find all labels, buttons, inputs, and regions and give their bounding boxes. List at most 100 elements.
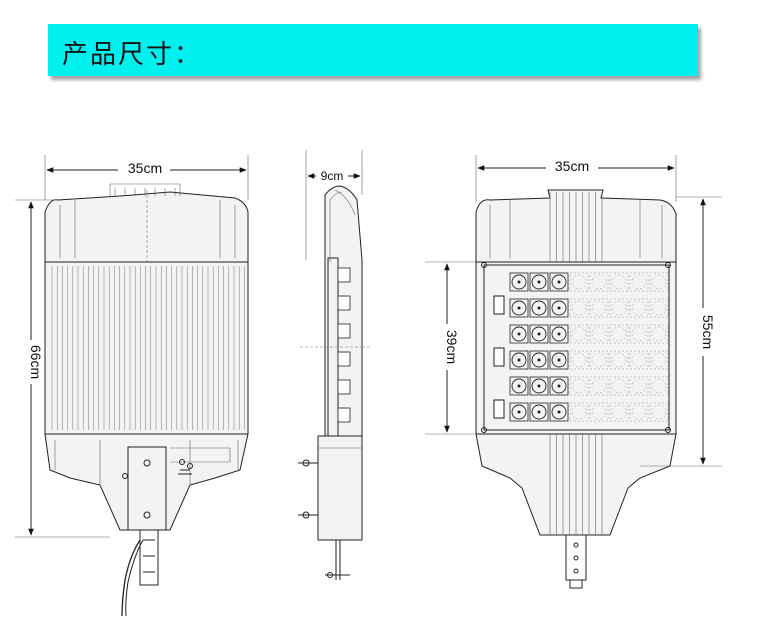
led-chip: [517, 332, 521, 336]
led-cell: [649, 376, 669, 396]
led-lens: [531, 274, 547, 290]
led-lens: [551, 300, 567, 316]
led-cell: [629, 350, 649, 370]
side-depth-label: 9cm: [321, 169, 344, 183]
led-lens: [511, 352, 527, 368]
led-chip: [557, 332, 561, 336]
led-cell: [549, 324, 569, 344]
led-cell: [529, 402, 549, 422]
led-cell: [649, 298, 669, 318]
title-banner: 产品尺寸：: [48, 24, 698, 76]
led-lens: [611, 404, 627, 420]
led-chip: [537, 384, 541, 388]
led-lens: [611, 326, 627, 342]
led-lens: [631, 274, 647, 290]
led-lens: [511, 326, 527, 342]
front-width-label: 35cm: [128, 160, 162, 176]
led-chip: [517, 280, 521, 284]
led-cell: [549, 402, 569, 422]
led-cell: [569, 376, 589, 396]
back-view: 35cm 39cm 55cm: [425, 155, 722, 589]
led-cell: [649, 324, 669, 344]
led-cell: [589, 298, 609, 318]
led-cell: [529, 298, 549, 318]
led-lens: [571, 326, 587, 342]
led-chip: [537, 410, 541, 414]
led-lens: [511, 300, 527, 316]
led-lens: [571, 274, 587, 290]
led-lens: [551, 378, 567, 394]
led-lens: [551, 326, 567, 342]
side-lens-block: [337, 379, 351, 395]
led-lens: [511, 378, 527, 394]
led-cell: [609, 376, 629, 396]
led-cell: [609, 324, 629, 344]
led-lens: [631, 378, 647, 394]
back-width-label: 35cm: [555, 158, 589, 174]
back-module-height-label: 39cm: [444, 330, 460, 364]
led-cell: [629, 272, 649, 292]
led-cell: [509, 324, 529, 344]
led-cell: [529, 350, 549, 370]
led-cell: [549, 272, 569, 292]
side-view: 9cm: [298, 150, 372, 580]
led-cell: [529, 324, 549, 344]
led-cell: [589, 402, 609, 422]
led-lens: [551, 352, 567, 368]
led-lens: [531, 300, 547, 316]
led-cell: [589, 350, 609, 370]
led-cell: [589, 376, 609, 396]
led-lens: [591, 300, 607, 316]
led-lens: [551, 404, 567, 420]
back-height-label: 55cm: [700, 315, 716, 349]
led-lens: [551, 274, 567, 290]
led-chip: [537, 280, 541, 284]
led-chip: [537, 306, 541, 310]
led-cell: [629, 402, 649, 422]
led-lens: [611, 352, 627, 368]
led-lens: [531, 326, 547, 342]
led-lens: [591, 352, 607, 368]
led-cell: [509, 350, 529, 370]
led-cell: [569, 324, 589, 344]
led-lens: [611, 378, 627, 394]
led-cell: [609, 272, 629, 292]
side-lens-block: [337, 351, 351, 367]
led-lens: [611, 274, 627, 290]
led-cell: [529, 376, 549, 396]
led-lens: [511, 274, 527, 290]
led-chip: [517, 384, 521, 388]
led-cell: [569, 272, 589, 292]
led-cell: [649, 350, 669, 370]
side-lens-block: [337, 295, 351, 311]
led-lens: [591, 378, 607, 394]
led-lens: [651, 326, 667, 342]
led-lens: [591, 326, 607, 342]
side-lens-block: [337, 407, 351, 423]
side-lens-block: [337, 323, 351, 339]
side-lens-block: [337, 267, 351, 283]
led-cell: [529, 272, 549, 292]
led-cell: [549, 350, 569, 370]
led-cell: [609, 402, 629, 422]
led-cell: [629, 298, 649, 318]
led-lens: [511, 404, 527, 420]
led-lens: [651, 404, 667, 420]
led-chip: [557, 410, 561, 414]
led-chip: [517, 306, 521, 310]
led-cell: [509, 376, 529, 396]
led-lens: [651, 274, 667, 290]
led-cell: [509, 298, 529, 318]
led-lens: [651, 352, 667, 368]
led-chip: [557, 358, 561, 362]
led-lens: [611, 300, 627, 316]
led-lens: [571, 352, 587, 368]
led-lens: [531, 352, 547, 368]
led-cell: [509, 272, 529, 292]
led-chip: [517, 410, 521, 414]
led-lens: [591, 404, 607, 420]
led-cell: [569, 402, 589, 422]
led-cell: [569, 350, 589, 370]
led-lens: [531, 404, 547, 420]
